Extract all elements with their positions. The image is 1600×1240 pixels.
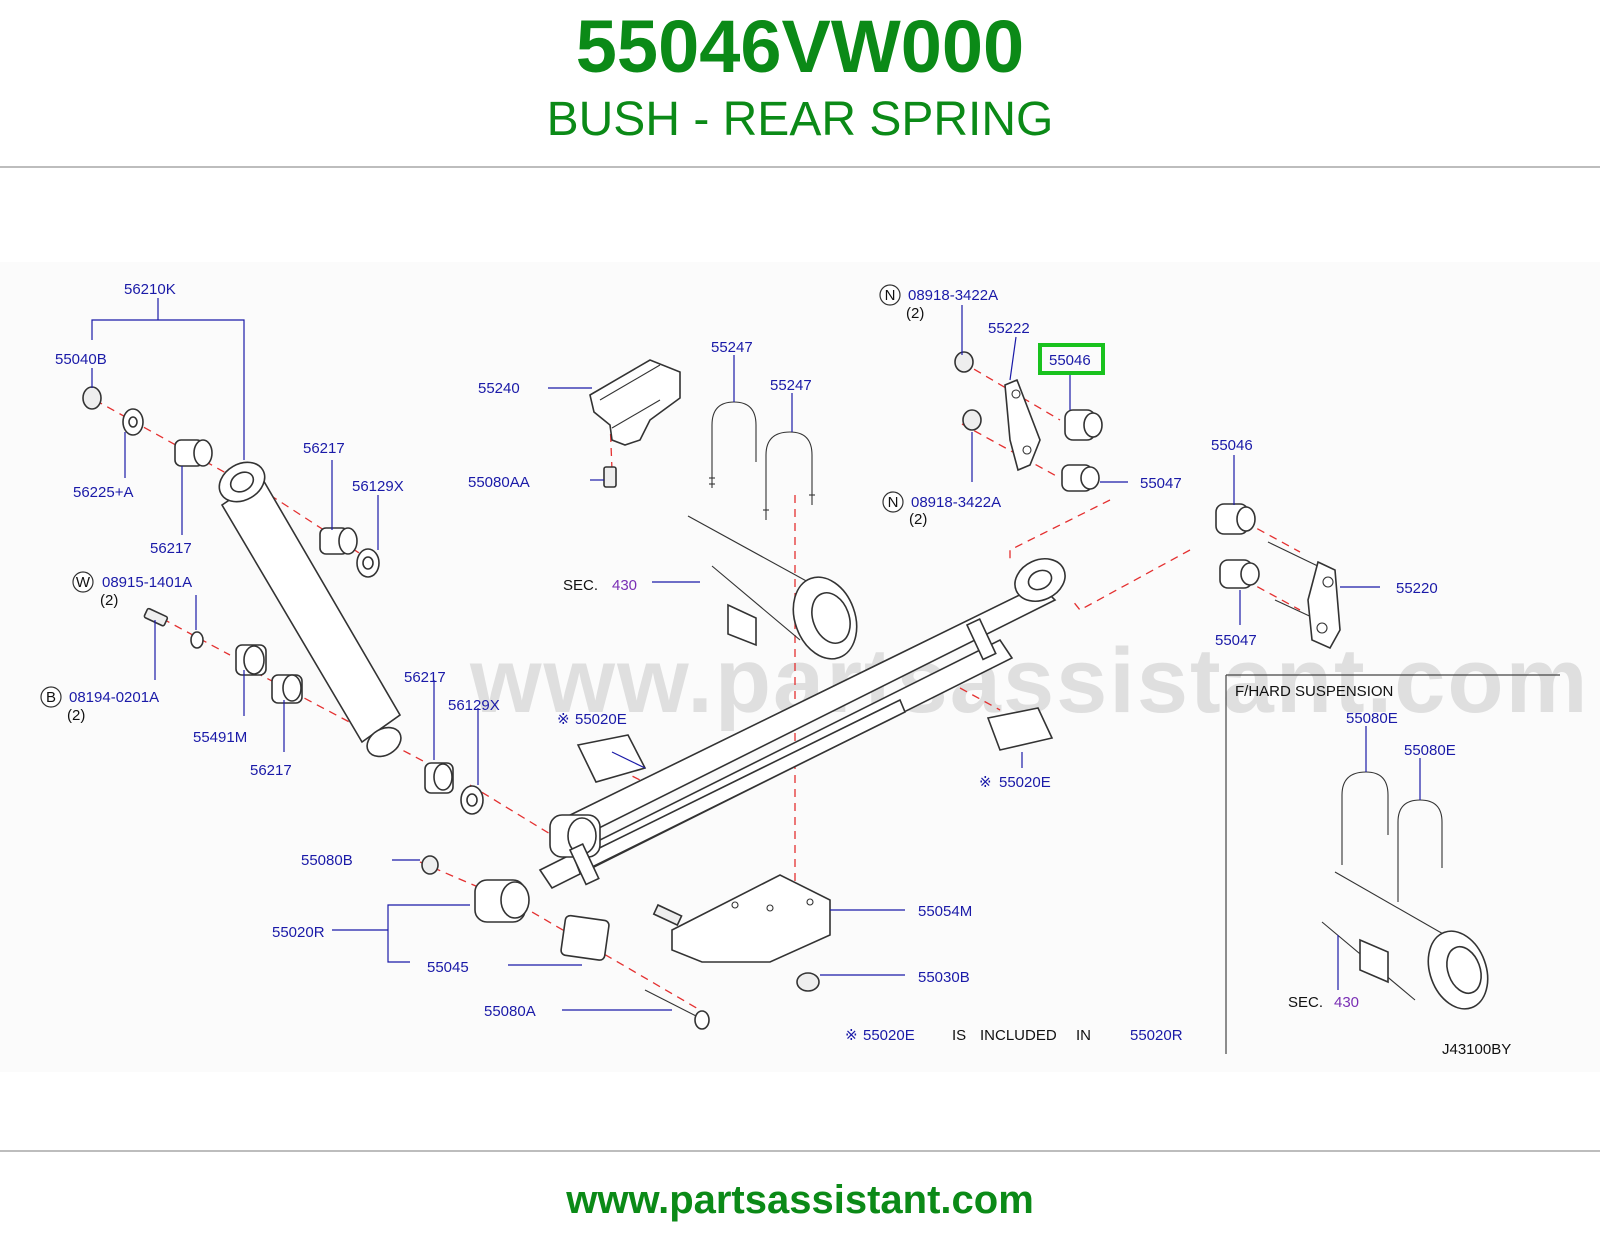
footnote-mark: ※ (845, 1027, 858, 1044)
callout-55080B[interactable]: 55080B (301, 852, 353, 869)
callout-55020E-b[interactable]: 55020E (999, 774, 1051, 791)
part-title: BUSH - REAR SPRING (546, 93, 1054, 146)
sec-label-main: SEC. (563, 577, 598, 594)
marker-n-bottom: N (888, 494, 899, 511)
callout-55046-highlighted[interactable]: 55046 (1049, 352, 1091, 369)
qty-08194-0201A: (2) (67, 707, 85, 724)
callout-55080E-b[interactable]: 55080E (1404, 742, 1456, 759)
sec-label-inset: SEC. (1288, 994, 1323, 1011)
callout-55047-a[interactable]: 55047 (1140, 475, 1182, 492)
callout-56217-b[interactable]: 56217 (150, 540, 192, 557)
leader-lines (91, 298, 1421, 1011)
spring-seat-drawing (421, 855, 831, 1030)
bushings-and-washers (82, 386, 484, 815)
callout-56210K[interactable]: 56210K (124, 281, 176, 298)
callout-55222[interactable]: 55222 (988, 320, 1030, 337)
callout-55040B[interactable]: 55040B (55, 351, 107, 368)
inset-drawing (1321, 771, 1489, 1010)
header-divider (0, 166, 1600, 168)
callout-55047-b[interactable]: 55047 (1215, 632, 1257, 649)
callout-labels: 56210K 55040B 56225+A 56217 56217 56217 … (55, 281, 1511, 1058)
callout-55491M[interactable]: 55491M (193, 729, 247, 746)
callout-55020E-a[interactable]: 55020E (575, 711, 627, 728)
callout-55054M[interactable]: 55054M (918, 903, 972, 920)
footnote-in: IN (1076, 1027, 1091, 1044)
inset-title: F/HARD SUSPENSION (1235, 683, 1393, 700)
inset-frame (1225, 674, 1560, 1054)
sheet-code: J43100BY (1442, 1041, 1511, 1058)
callout-55247-b[interactable]: 55247 (770, 377, 812, 394)
leaf-spring-drawing (474, 558, 1066, 961)
footnote-is: IS (952, 1027, 966, 1044)
callout-08915-1401A[interactable]: 08915-1401A (102, 574, 192, 591)
qty-08918-3422A-top: (2) (906, 305, 924, 322)
bracket-and-bumper-drawing (576, 359, 1054, 783)
callout-56129X-b[interactable]: 56129X (448, 697, 500, 714)
axle-housing-drawing (687, 515, 858, 660)
highlight-box (1038, 343, 1105, 375)
qty-08918-3422A-bottom: (2) (909, 511, 927, 528)
callout-55046-b[interactable]: 55046 (1211, 437, 1253, 454)
callout-08918-3422A-top[interactable]: 08918-3422A (908, 287, 998, 304)
note-mark-b: ※ (979, 774, 992, 791)
circled-markers: N N W B (40, 284, 904, 708)
parts-diagram: www.partsassistant.com (0, 262, 1600, 1072)
part-number: 55046VW000 (575, 5, 1025, 88)
callout-56217-d[interactable]: 56217 (250, 762, 292, 779)
page-header: 55046VW000 BUSH - REAR SPRING (0, 0, 1600, 168)
marker-n-top: N (885, 287, 896, 304)
callout-55220[interactable]: 55220 (1396, 580, 1438, 597)
callout-55020R[interactable]: 55020R (272, 924, 325, 941)
callout-56129X-a[interactable]: 56129X (352, 478, 404, 495)
u-bolts-drawing (709, 401, 815, 520)
footnote-target[interactable]: 55020R (1130, 1027, 1183, 1044)
shock-absorber-drawing (218, 461, 402, 758)
callout-55045[interactable]: 55045 (427, 959, 469, 976)
marker-w: W (76, 574, 91, 591)
callout-55240[interactable]: 55240 (478, 380, 520, 397)
qty-08915-1401A: (2) (100, 592, 118, 609)
footnote-included: INCLUDED (980, 1027, 1057, 1044)
callout-55080AA[interactable]: 55080AA (468, 474, 530, 491)
callout-08194-0201A[interactable]: 08194-0201A (69, 689, 159, 706)
callout-08918-3422A-bottom[interactable]: 08918-3422A (911, 494, 1001, 511)
callout-55080A[interactable]: 55080A (484, 1003, 536, 1020)
note-mark-a: ※ (557, 711, 570, 728)
sec-ref-inset[interactable]: 430 (1334, 994, 1359, 1011)
diagram-canvas: www.partsassistant.com (40, 281, 1587, 1058)
callout-56217-c[interactable]: 56217 (404, 669, 446, 686)
footnote-part[interactable]: 55020E (863, 1027, 915, 1044)
callout-56217-a[interactable]: 56217 (303, 440, 345, 457)
footer-divider (0, 1150, 1600, 1152)
shackle-drawing (954, 351, 1341, 650)
callout-55080E-a[interactable]: 55080E (1346, 710, 1398, 727)
callout-56225A[interactable]: 56225+A (73, 484, 133, 501)
footer-url[interactable]: www.partsassistant.com (566, 1178, 1034, 1222)
sec-ref-main[interactable]: 430 (612, 577, 637, 594)
footnote: ※ 55020E IS INCLUDED IN 55020R (845, 1027, 1183, 1044)
marker-b: B (46, 689, 56, 706)
callout-55030B[interactable]: 55030B (918, 969, 970, 986)
callout-55247-a[interactable]: 55247 (711, 339, 753, 356)
